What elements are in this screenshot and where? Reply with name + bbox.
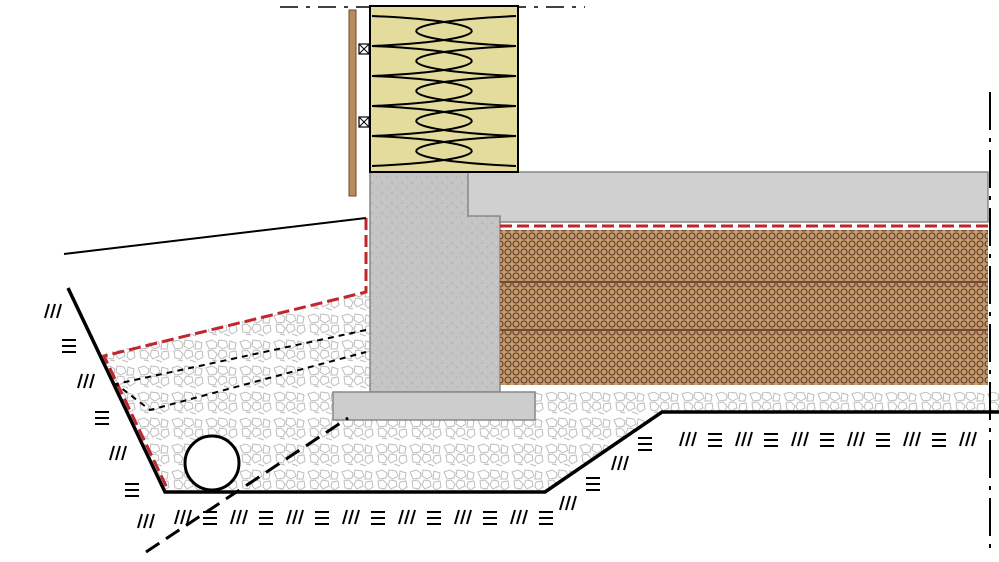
soil-hatch-mark xyxy=(903,431,921,447)
soil-hatch-mark xyxy=(820,433,834,447)
soil-hatch-mark xyxy=(847,431,865,447)
soil-hatch-mark xyxy=(230,509,248,525)
footing xyxy=(332,391,536,421)
soil-hatch-mark xyxy=(109,445,127,461)
soil-hatch-mark xyxy=(735,431,753,447)
soil-hatch-mark xyxy=(454,509,472,525)
soil-hatch-mark xyxy=(371,511,385,525)
floor-slab xyxy=(467,171,989,223)
fastener-icon xyxy=(358,43,370,55)
soil-hatch-mark xyxy=(539,511,553,525)
wood-siding-board xyxy=(348,9,370,197)
grade-line xyxy=(63,217,367,255)
soil-hatch-mark xyxy=(764,433,778,447)
soil-hatch-mark xyxy=(125,483,139,497)
soil-hatch-mark xyxy=(342,509,360,525)
soil-hatch-mark xyxy=(586,477,600,491)
wall-insulation xyxy=(369,5,519,173)
soil-hatch-mark xyxy=(708,433,722,447)
soil-hatch-mark xyxy=(876,433,890,447)
frost-line xyxy=(145,416,349,554)
soil-hatch-mark xyxy=(315,511,329,525)
gravel-fill xyxy=(100,292,999,490)
soil-hatch-mark xyxy=(791,431,809,447)
soil-hatch-mark xyxy=(510,509,528,525)
soil-hatch-mark xyxy=(77,373,95,389)
soil-hatch-mark xyxy=(559,495,577,511)
soil-hatch-marks xyxy=(44,303,977,529)
soil-hatch-mark xyxy=(483,511,497,525)
soil-hatch-mark xyxy=(398,509,416,525)
soil-hatch-mark xyxy=(959,431,977,447)
soil-hatch-mark xyxy=(286,509,304,525)
excavation-line xyxy=(66,287,999,494)
vapor-barrier-exterior xyxy=(101,218,368,491)
soil-hatch-mark xyxy=(679,431,697,447)
soil-hatch-mark xyxy=(203,511,217,525)
filter-layer-upper xyxy=(113,329,367,412)
soil-hatch-mark xyxy=(638,437,652,451)
drain-pipe xyxy=(183,434,241,492)
soil-hatch-mark xyxy=(62,339,76,353)
fastener-icon xyxy=(358,116,370,128)
soil-hatch-mark xyxy=(174,509,192,525)
under-slab-insulation xyxy=(500,230,988,385)
soil-hatch-mark xyxy=(259,511,273,525)
soil-hatch-mark xyxy=(95,411,109,425)
soil-hatch-mark xyxy=(137,513,155,529)
soil-hatch-mark xyxy=(932,433,946,447)
soil-hatch-mark xyxy=(427,511,441,525)
soil-hatch-mark xyxy=(611,455,629,471)
soil-hatch-mark xyxy=(44,303,62,319)
